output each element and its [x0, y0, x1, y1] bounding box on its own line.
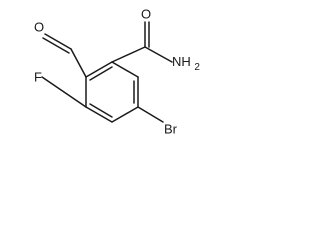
- amine-subscript-label: 2: [194, 62, 200, 73]
- aldehyde-double-bond-1: [44, 33, 72, 50]
- ring-inner-double-c6-c1: [89, 66, 113, 81]
- ring-bond-c1-c2: [111, 61, 139, 78]
- ring-bond-c6-c1: [85, 61, 113, 78]
- bromine-label: Br: [164, 121, 178, 136]
- aldehyde-oxygen-label: O: [34, 19, 44, 34]
- fluorine-bond: [41, 76, 87, 108]
- aldehyde-bond-ring-carbon: [70, 48, 87, 78]
- amine-main-label: NH: [172, 54, 191, 69]
- amide-oxygen-label: O: [141, 6, 151, 21]
- amide-carbon-nitrogen-bond: [144, 46, 173, 63]
- aldehyde-double-bond-2: [42, 37, 70, 54]
- ring-inner-double-c4-c5: [89, 103, 113, 118]
- molecule-canvas: O F O NH 2 Br: [0, 0, 203, 155]
- amine-label: NH 2: [172, 54, 200, 72]
- fluorine-label: F: [34, 69, 42, 84]
- ring-bond-c4-c5: [85, 106, 113, 123]
- ring-bond-c3-c4: [111, 106, 139, 123]
- structure-diagram: O F O NH 2 Br: [34, 6, 200, 136]
- amide-bond-ring-carbon: [111, 46, 146, 63]
- bromine-bond: [137, 106, 164, 123]
